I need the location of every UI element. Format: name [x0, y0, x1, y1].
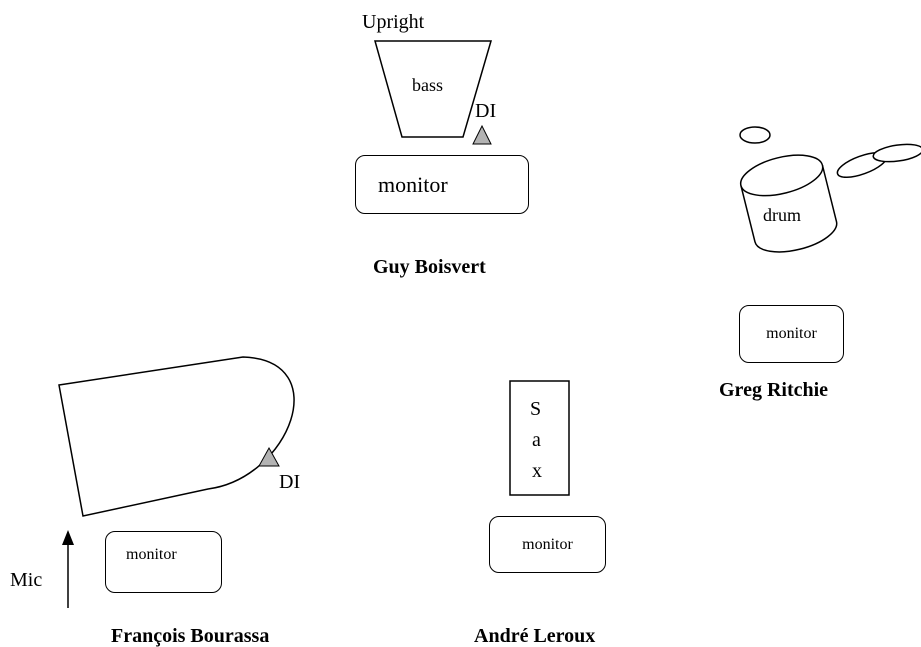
sax-shape — [509, 380, 570, 496]
drum-label: drum — [763, 205, 801, 225]
sax-letter-s: S — [530, 398, 542, 420]
drum-monitor-label: monitor — [766, 325, 817, 342]
bass-label: bass — [412, 75, 443, 95]
cymbal-right — [872, 143, 921, 163]
mic-arrow-head — [62, 530, 74, 545]
bass-di-triangle — [472, 124, 492, 145]
sax-monitor: monitor — [489, 516, 606, 573]
piano-shape — [58, 356, 295, 517]
piano-monitor-label: monitor — [126, 546, 177, 563]
drum-shape — [739, 154, 838, 253]
sax-letter-a: a — [532, 429, 541, 451]
pianist-name: François Bourassa — [111, 625, 270, 647]
bassist-name: Guy Boisvert — [373, 256, 486, 278]
piano-di-triangle — [258, 446, 280, 467]
saxophonist-name: André Leroux — [474, 625, 596, 647]
mic-label: Mic — [10, 569, 43, 591]
upright-label: Upright — [362, 11, 425, 33]
upright-bass-shape — [374, 40, 492, 138]
drummer-name: Greg Ritchie — [719, 379, 829, 401]
sax-monitor-label: monitor — [522, 535, 573, 553]
drum-monitor: monitor — [739, 305, 844, 363]
sax-letter-x: x — [532, 460, 542, 482]
piano-di-label: DI — [279, 471, 301, 493]
bass-monitor-label: monitor — [378, 171, 448, 197]
bass-di-label: DI — [475, 100, 497, 122]
piano-monitor: monitor — [105, 531, 222, 593]
cymbal-small — [739, 126, 771, 144]
bass-monitor: monitor — [355, 155, 529, 214]
